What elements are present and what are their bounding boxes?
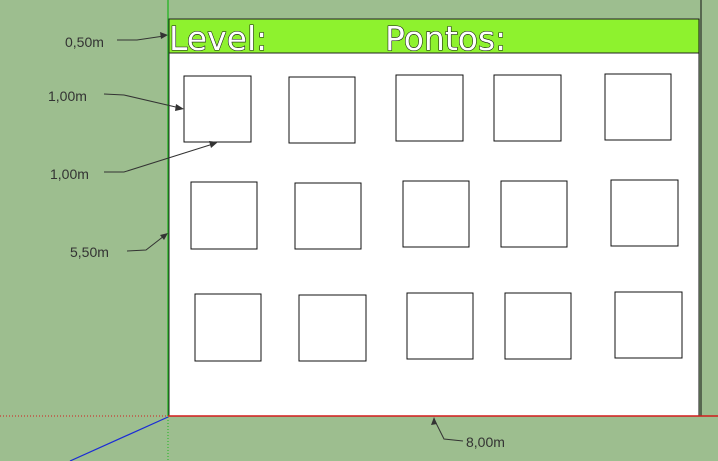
level-label: Level: — [169, 19, 267, 58]
arrowhead-icon — [160, 32, 168, 39]
grid-square — [190, 181, 258, 250]
square-grid — [183, 73, 683, 362]
grid-square — [298, 294, 367, 362]
grid-square — [183, 75, 252, 143]
grid-square — [194, 293, 262, 362]
arrowhead-icon — [175, 104, 184, 111]
dimension-header-height: 0,50m — [65, 34, 104, 50]
arrowhead-icon — [209, 141, 218, 148]
dimension-square-width: 1,00m — [48, 88, 87, 104]
dimension-square-height: 1,00m — [50, 166, 89, 182]
grid-square — [500, 180, 568, 248]
grid-square — [294, 182, 362, 250]
leader-square-height — [104, 143, 214, 173]
arrowhead-icon — [431, 417, 437, 425]
dimension-board-height: 5,50m — [70, 244, 109, 260]
grid-square — [604, 73, 672, 141]
leader-square-width — [103, 93, 181, 109]
grid-square — [610, 179, 679, 247]
grid-square — [493, 74, 562, 142]
grid-square — [395, 74, 464, 142]
grid-square — [614, 291, 683, 359]
blue-axis-line — [69, 416, 169, 461]
leader-board-height — [126, 235, 165, 252]
leader-board-width — [434, 420, 464, 442]
dimension-board-width: 8,00m — [466, 434, 505, 450]
points-label: Pontos: — [385, 19, 506, 58]
grid-square — [406, 292, 474, 360]
grid-square — [288, 76, 356, 144]
arrowhead-icon — [160, 233, 168, 240]
grid-square — [402, 180, 470, 248]
grid-square — [504, 292, 572, 360]
leader-header-height — [117, 35, 165, 41]
